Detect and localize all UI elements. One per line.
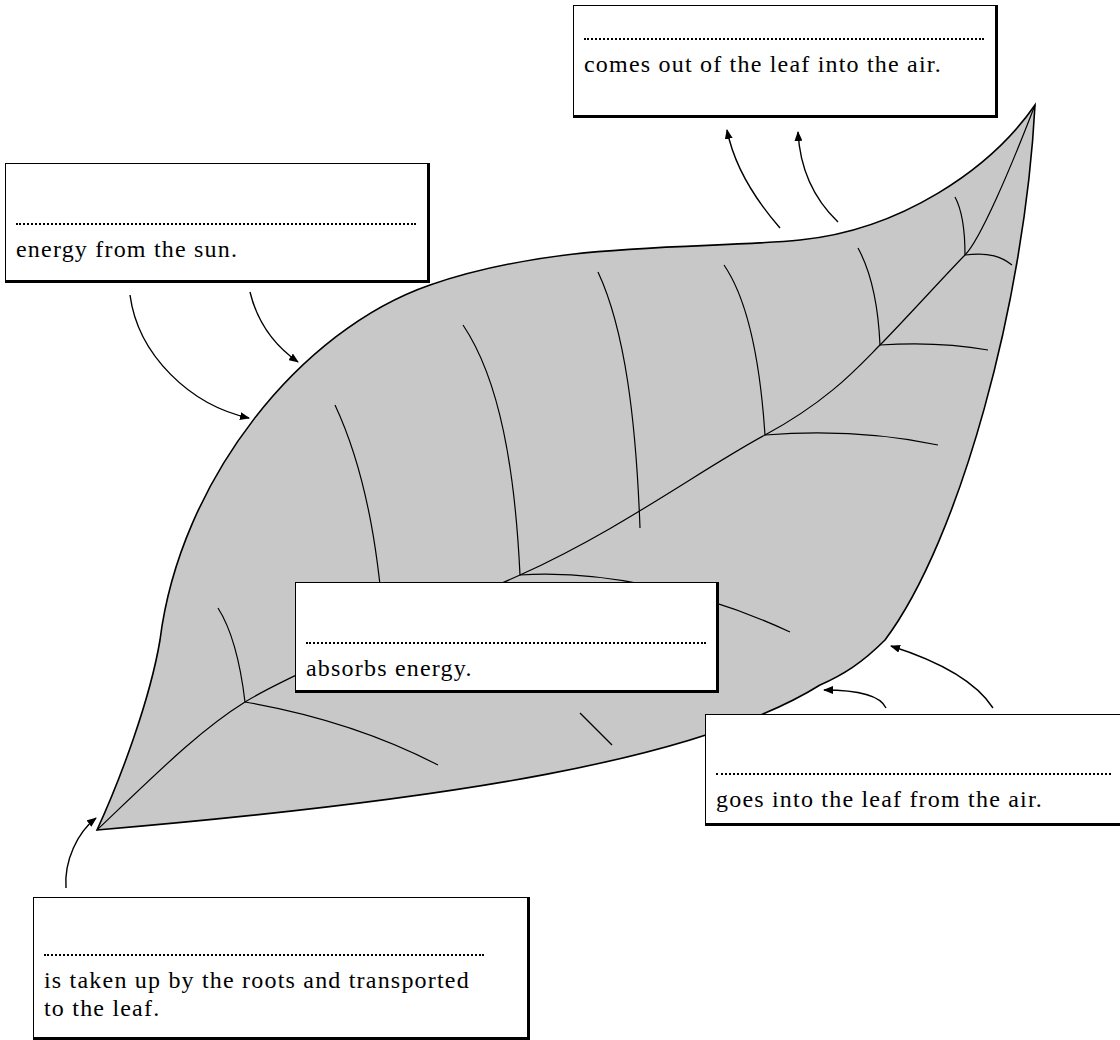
answer-blank-line <box>584 12 984 40</box>
vein <box>580 713 612 745</box>
vein <box>218 608 245 702</box>
flow-arrow <box>250 292 298 362</box>
flow-arrow <box>727 130 780 228</box>
box-text: goes into the leaf from the air. <box>716 785 1111 813</box>
box-text: absorbs energy. <box>306 654 706 682</box>
vein <box>858 248 880 345</box>
flow-arrow <box>66 818 96 888</box>
fill-in-box: is taken up by the roots and transported… <box>33 897 530 1040</box>
vein <box>724 265 765 435</box>
vein <box>965 254 1012 265</box>
vein <box>955 197 965 255</box>
vein <box>463 325 520 575</box>
answer-blank-line <box>44 904 484 956</box>
box-text: is taken up by the roots and transported… <box>44 966 484 1022</box>
flow-arrow <box>824 690 886 708</box>
fill-in-box: absorbs energy. <box>295 582 719 693</box>
fill-in-box: comes out of the leaf into the air. <box>573 5 998 118</box>
box-text: comes out of the leaf into the air. <box>584 50 984 78</box>
answer-blank-line <box>716 721 1111 775</box>
fill-in-box: goes into the leaf from the air. <box>705 714 1120 826</box>
flow-arrow <box>891 646 993 708</box>
answer-blank-line <box>306 589 706 644</box>
fill-in-box: energy from the sun. <box>5 163 430 283</box>
flow-arrow <box>130 295 249 418</box>
vein <box>765 433 938 445</box>
vein <box>880 344 988 350</box>
vein <box>598 272 640 528</box>
vein <box>245 702 438 765</box>
flow-arrow <box>798 132 838 222</box>
box-text: energy from the sun. <box>16 235 416 263</box>
answer-blank-line <box>16 170 416 225</box>
